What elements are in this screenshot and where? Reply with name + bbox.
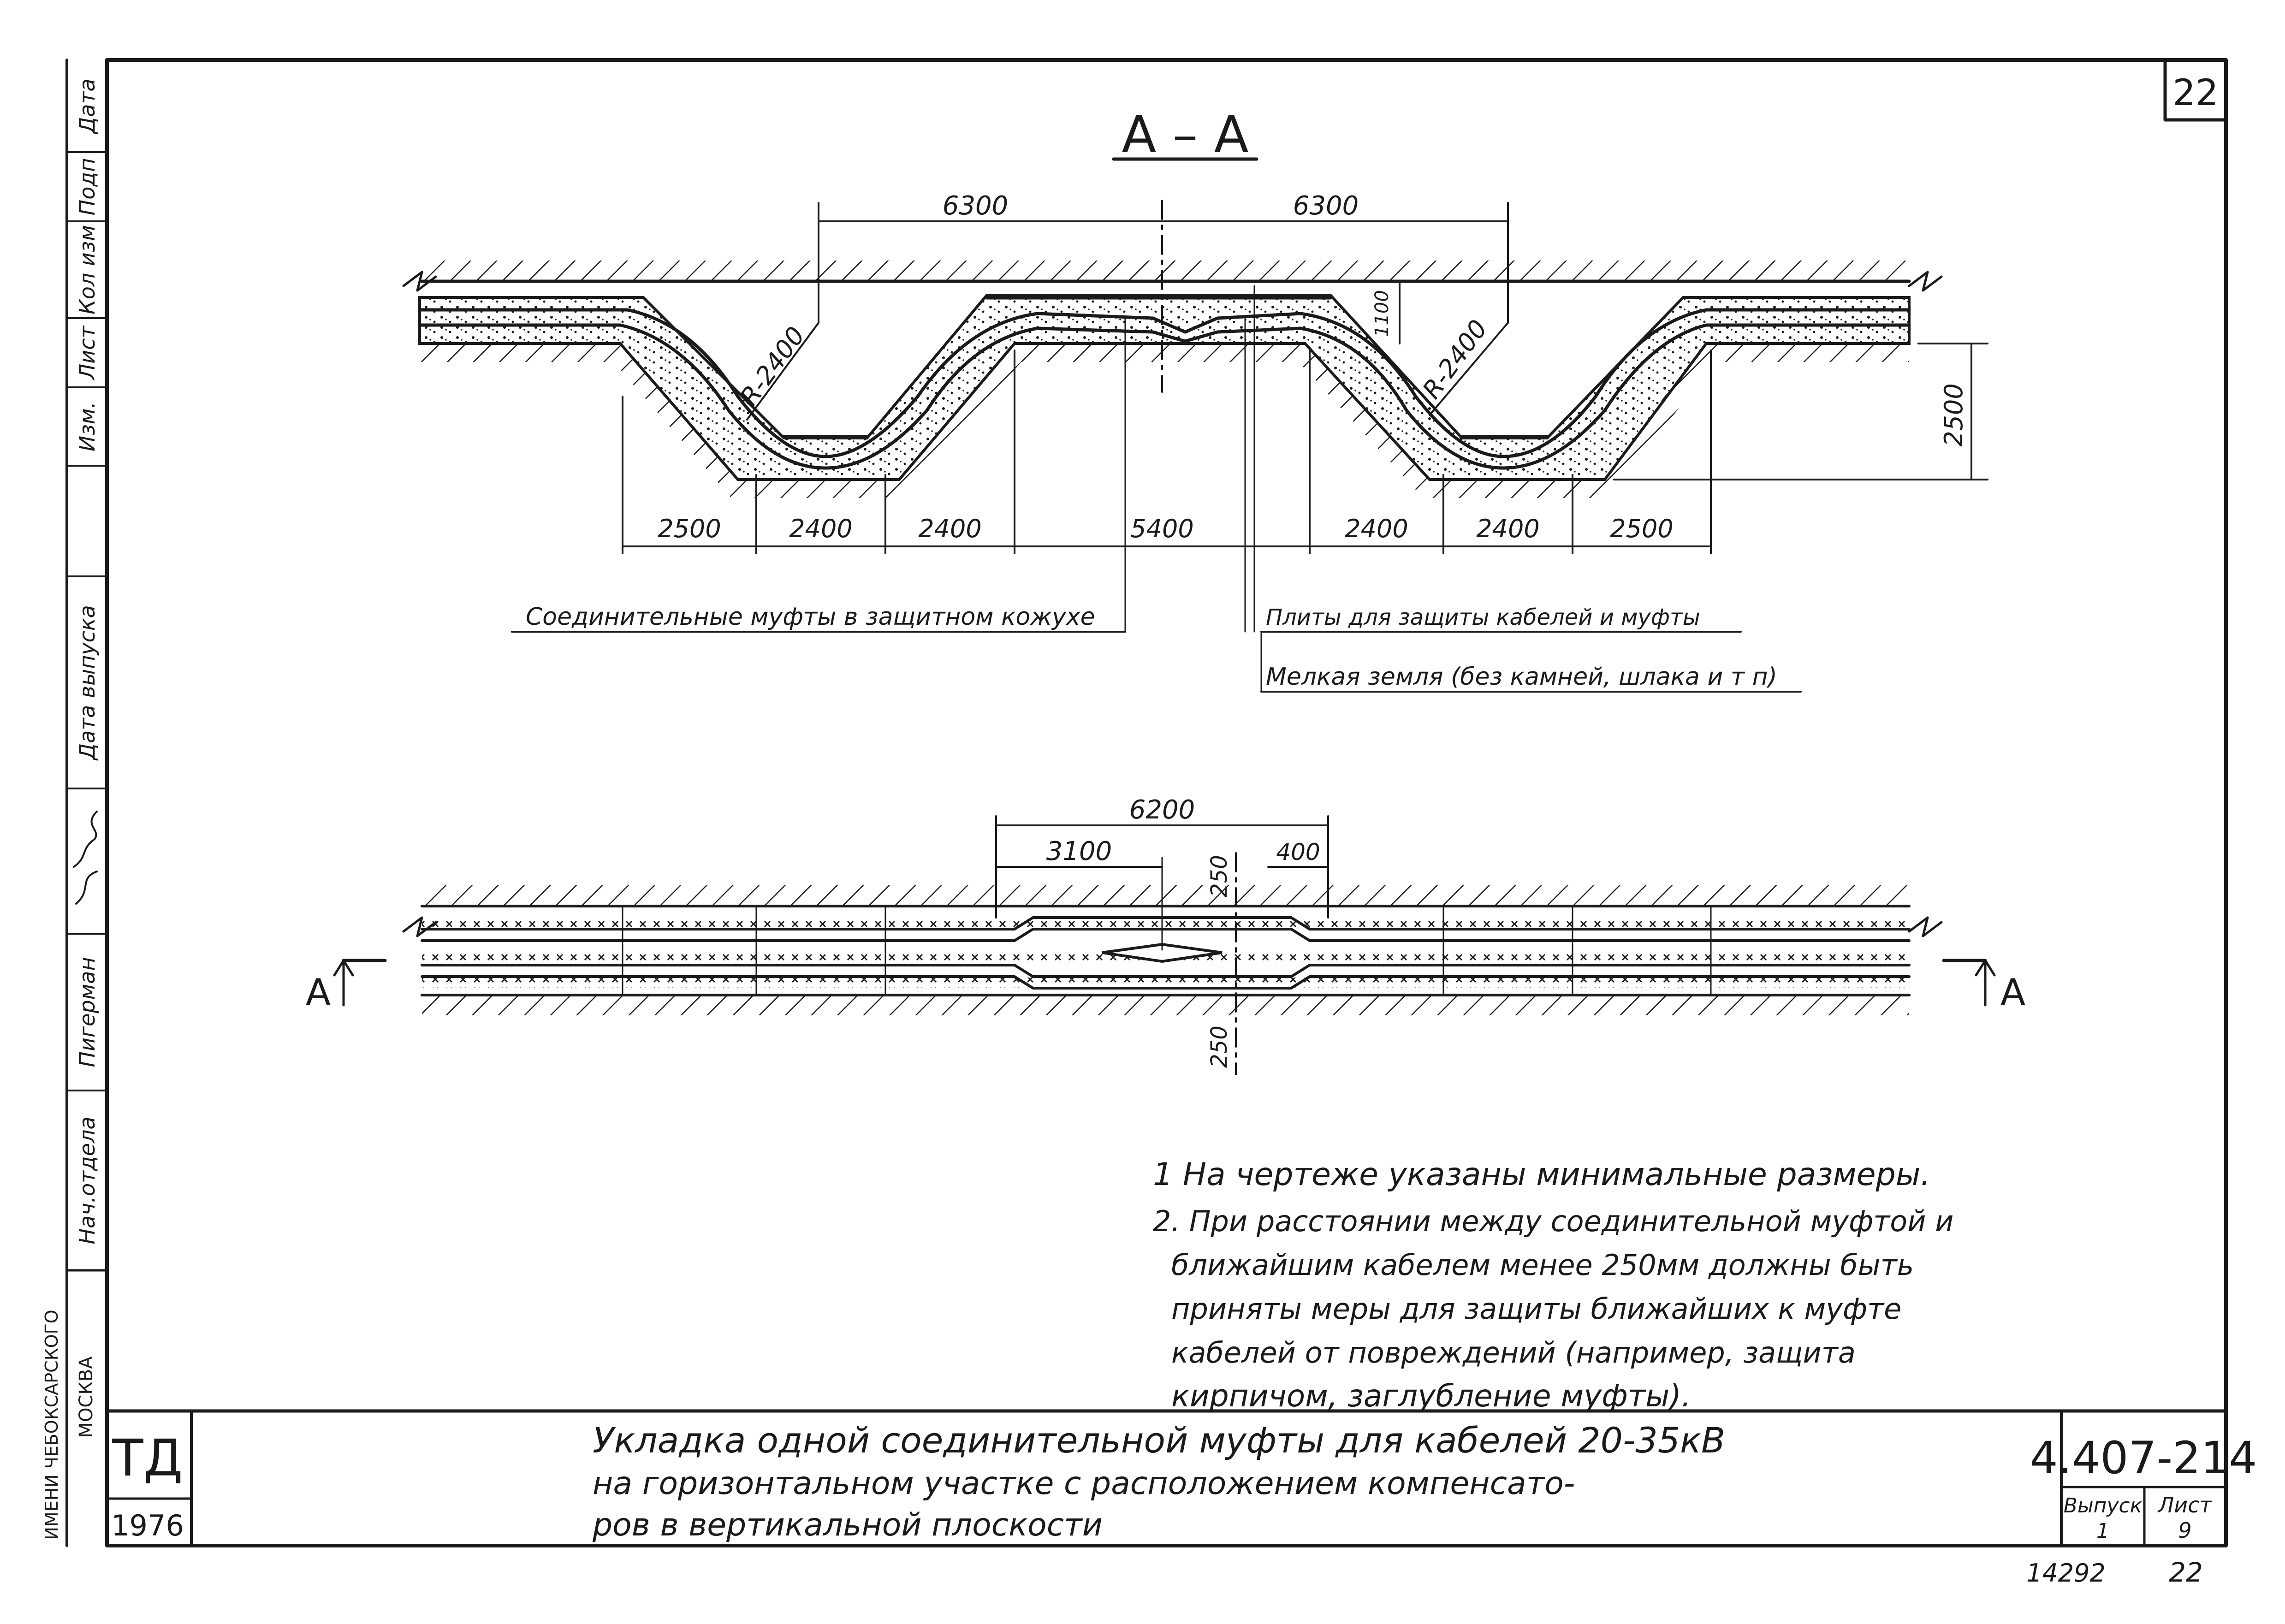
radius-left: R-2400 <box>734 321 810 411</box>
issue-label: Выпуск <box>2064 1494 2143 1517</box>
dim-bottom-7: 2500 <box>1610 514 1673 543</box>
dim-top-left: 6300 <box>943 191 1009 221</box>
note-line-6: кирпичом, заглубление муфты). <box>1171 1378 1691 1414</box>
strip-signer-name: Пигерман <box>75 957 100 1067</box>
title-line-2: на горизонтальном участке с расположение… <box>593 1465 1575 1502</box>
year: 1976 <box>111 1509 184 1542</box>
dim-depth-big: 2500 <box>1939 383 1968 446</box>
plan-top-hatch <box>422 885 1909 905</box>
title-line-1: Укладка одной соединительной муфты для к… <box>593 1420 1725 1461</box>
bottom-stamp-left: 14292 <box>2026 1559 2106 1588</box>
plan-dim-half: 3100 <box>1046 836 1112 866</box>
plan-dim-offset: 400 <box>1276 839 1320 865</box>
left-revision-strip: Изм. Лист Кол изм Подп Дата Дата выпуска… <box>42 59 108 1547</box>
radius-right: R-2400 <box>1417 314 1493 404</box>
handwritten-signature-mark <box>73 811 98 905</box>
notes: 1 На чертеже указаны минимальные размеры… <box>1153 1156 1953 1414</box>
cut-mark-left: А <box>306 971 331 1014</box>
plan-dim-bottom-250: 250 <box>1206 1025 1232 1068</box>
strip-signer-role: Нач.отдела <box>75 1116 100 1244</box>
dim-depth-small: 1100 <box>1371 290 1393 337</box>
label-couplings-in-casing: Соединительные муфты в защитном кожухе <box>526 603 1095 631</box>
label-fine-soil: Мелкая земля (без камней, шлака и т п) <box>1266 663 1777 691</box>
issue-value: 1 <box>2096 1519 2109 1543</box>
trench-bottom-hatch <box>420 344 1909 498</box>
bottom-stamp-right: 22 <box>2169 1557 2203 1588</box>
strip-col-data: Дата <box>75 78 100 134</box>
section-title: А – А <box>1122 105 1248 164</box>
note-line-3: ближайшим кабелем менее 250мм должны быт… <box>1171 1248 1914 1282</box>
note-line-1: 1 На чертеже указаны минимальные размеры… <box>1153 1156 1930 1193</box>
dim-bottom-5: 2400 <box>1345 514 1408 543</box>
sheet-frame: 22 <box>105 58 2228 1547</box>
section-a-a: А – А 6300 6300 R-2400 R-2400 1100 <box>402 105 1988 693</box>
coupling-shape <box>1102 942 1223 963</box>
doc-number: 4.407-214 <box>2030 1432 2257 1484</box>
dim-bottom-1: 2500 <box>658 514 721 543</box>
org-mark: ТД <box>112 1428 183 1488</box>
strip-city: МОСКВА <box>76 1356 97 1438</box>
sheet-label: Лист <box>2157 1493 2213 1517</box>
title-block: ТД 1976 Укладка одной соединительной муф… <box>105 1409 2257 1547</box>
plan-dim-total: 6200 <box>1129 795 1195 825</box>
note-line-4: приняты меры для защиты ближайших к муфт… <box>1171 1292 1901 1326</box>
title-line-3: ров в вертикальной плоскости <box>592 1507 1103 1543</box>
sheet-value: 9 <box>2178 1518 2191 1543</box>
strip-col-podp: Подп <box>75 158 100 216</box>
strip-col-list: Лист <box>75 326 100 381</box>
dim-bottom-4: 5400 <box>1130 514 1193 543</box>
sheet-corner-number: 22 <box>2172 72 2218 114</box>
strip-org-line: ИМЕНИ ЧЕБОКСАРСКОГО <box>42 1310 62 1540</box>
cut-mark-right: А <box>2000 971 2026 1014</box>
dim-bottom-3: 2400 <box>918 514 981 543</box>
strip-release-date-label: Дата выпуска <box>75 605 100 761</box>
strip-col-izm: Изм. <box>75 402 100 451</box>
dim-bottom-2: 2400 <box>789 514 852 543</box>
note-line-5: кабелей от повреждений (например, защита <box>1171 1336 1856 1369</box>
plan-dim-top-250: 250 <box>1206 855 1232 897</box>
dim-top-right: 6300 <box>1293 191 1359 221</box>
strip-col-kol-izm: Кол изм <box>75 225 100 314</box>
dim-bottom-6: 2400 <box>1476 514 1539 543</box>
plan-view: 6200 3100 400 250 250 А А <box>306 795 2026 1075</box>
note-line-2: 2. При расстоянии между соединительной м… <box>1153 1204 1953 1238</box>
ground-hatch <box>422 261 1909 280</box>
label-protection-slabs: Плиты для защиты кабелей и муфты <box>1266 605 1700 630</box>
plan-bottom-hatch <box>422 996 1909 1015</box>
